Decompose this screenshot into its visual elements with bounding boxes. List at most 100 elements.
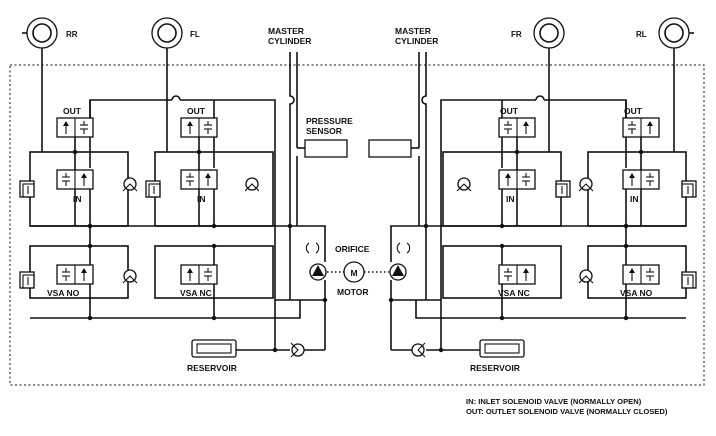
motor-symbol: M [350, 268, 357, 278]
vsa-nc-valve [498, 264, 536, 285]
wheel-brake [26, 17, 58, 49]
in-label: IN [197, 194, 206, 204]
wheel-inner [32, 23, 52, 43]
pump [309, 263, 327, 281]
pressure-valve-vsa [681, 271, 697, 289]
relief-body [555, 180, 571, 198]
vsa-nc-label: VSA NC [498, 288, 530, 298]
check-valve-rr [122, 177, 138, 192]
check-seat [122, 275, 138, 284]
wheel-outer [151, 17, 183, 49]
orifice-mark [406, 242, 411, 254]
orifice-label: ORIFICE [335, 244, 370, 254]
inlet-valve-rr [622, 169, 660, 190]
out-label: OUT [624, 106, 643, 116]
reservoir-inner [196, 343, 232, 354]
hydraulic-line [30, 300, 301, 319]
master-cylinder-label: CYLINDER [395, 36, 438, 46]
valve-arrow-head [81, 268, 87, 273]
pressure-sensor [368, 139, 412, 158]
valve-arrow-head [523, 268, 529, 273]
check-seat [578, 275, 594, 284]
line-hop [535, 95, 545, 101]
orifice-mark [305, 242, 310, 254]
vsa-nc-valve [180, 264, 218, 285]
check-seat [244, 183, 260, 192]
wheel-brake [658, 17, 690, 49]
relief-body [145, 180, 161, 198]
out-label: OUT [500, 106, 519, 116]
hydraulic-line [544, 99, 627, 118]
master-cylinder-label: CYLINDER [268, 36, 311, 46]
motor-label: MOTOR [337, 287, 368, 297]
junction-dot [514, 149, 520, 155]
junction-dot [623, 243, 629, 249]
junction-dot [72, 149, 78, 155]
outlet-valve-fl [180, 117, 218, 138]
wheel-outer [658, 17, 690, 49]
hydraulic-line [440, 99, 536, 300]
valve-arrow-head [629, 173, 635, 178]
pressure-sensor [304, 139, 348, 158]
hydraulic-line [415, 300, 686, 319]
vsa-nc-label: VSA NC [180, 288, 212, 298]
pressure-valve-vsa [19, 271, 35, 289]
check-valve-vsa [122, 269, 138, 284]
return-check-valve [411, 342, 426, 358]
valve-arrow-head [629, 268, 635, 273]
outlet-valve-rr [622, 117, 660, 138]
hydraulic-line [89, 99, 172, 118]
pressure-sensor-label: SENSOR [306, 126, 342, 136]
pump-arrow [312, 265, 324, 276]
relief-body [681, 271, 697, 289]
valve-arrow-head [187, 121, 193, 126]
right-circuit [368, 17, 697, 358]
wheel-inner [539, 23, 559, 43]
line-hop [171, 95, 181, 101]
pump [389, 263, 407, 281]
hydraulic-line [290, 225, 326, 262]
junction-dot [499, 243, 505, 249]
wheel-label-rr: RR [66, 30, 78, 39]
motor [343, 261, 365, 283]
check-seat [122, 183, 138, 192]
check-valve-rr [578, 177, 594, 192]
valve-arrow-head [523, 121, 529, 126]
valve-arrow-head [505, 173, 511, 178]
relief-inner [148, 183, 161, 198]
junction-dot [438, 347, 444, 353]
junction-dot [87, 315, 93, 321]
return-check-valve [290, 342, 305, 358]
in-label: IN [73, 194, 82, 204]
reservoir [191, 339, 237, 358]
junction-dot [499, 315, 505, 321]
inlet-valve-rr [56, 169, 94, 190]
wheel-brake [533, 17, 565, 49]
out-label: OUT [187, 106, 206, 116]
junction-dot [211, 243, 217, 249]
in-label: IN [506, 194, 515, 204]
vsa-no-label: VSA NO [620, 288, 653, 298]
relief-body [19, 271, 35, 289]
reservoir [479, 339, 525, 358]
check-seat [456, 183, 472, 192]
wheel-inner [157, 23, 177, 43]
master-cylinder-label: MASTER [268, 26, 304, 36]
junction-dot [196, 149, 202, 155]
outlet-valve-fl [498, 117, 536, 138]
wheel-outer [26, 17, 58, 49]
junction-dot [272, 347, 278, 353]
outlet-valve-rr [56, 117, 94, 138]
valve-arrow-head [205, 173, 211, 178]
valve-arrow-head [187, 268, 193, 273]
relief-inner [681, 274, 694, 289]
vsa-no-valve [56, 264, 94, 285]
relief-inner [555, 183, 568, 198]
wheel-label-fr: FR [511, 30, 522, 39]
wheel-brake [151, 17, 183, 49]
valve-arrow-head [63, 121, 69, 126]
check-valve-fl [244, 177, 260, 192]
